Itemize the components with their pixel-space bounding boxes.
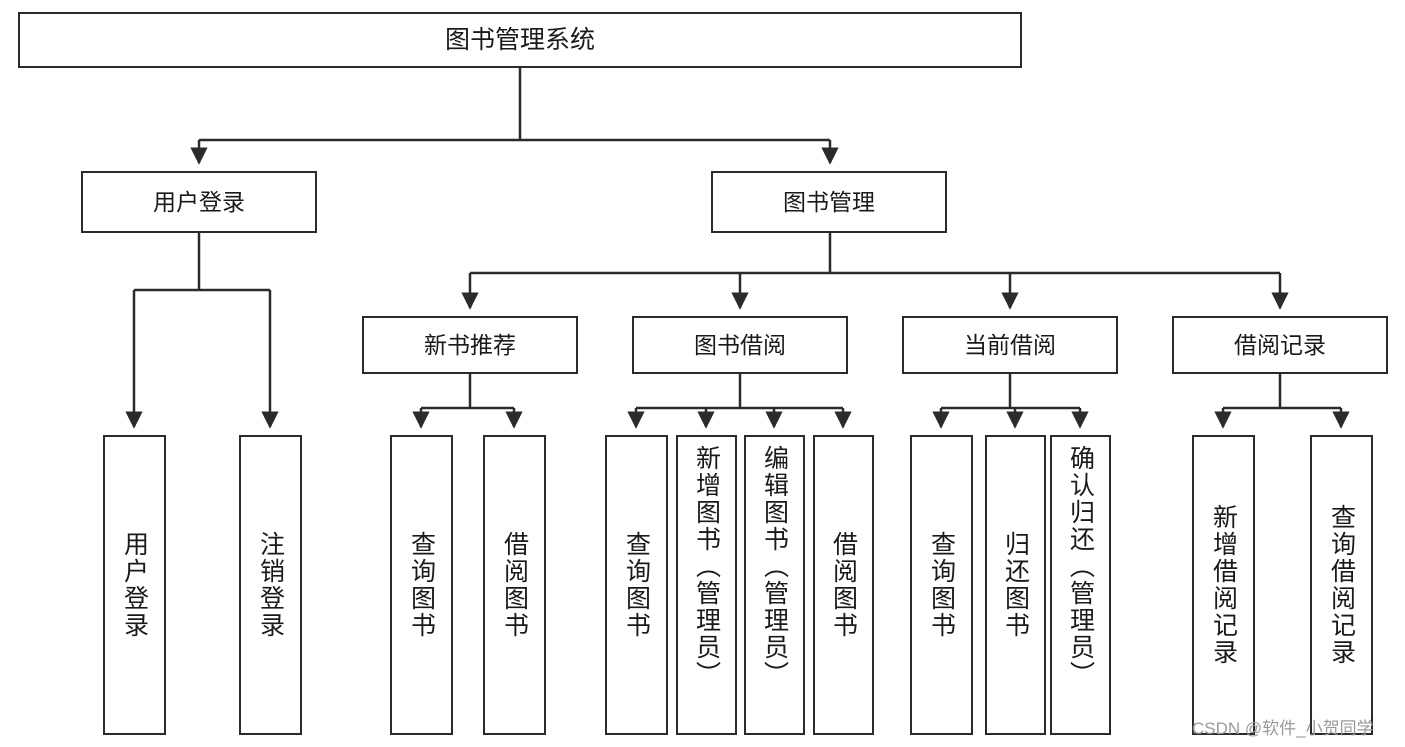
node-book-borrow[interactable]: 图书借阅 bbox=[632, 316, 848, 374]
node-user-login[interactable]: 用户登录 bbox=[81, 171, 317, 233]
node-root-label: 图书管理系统 bbox=[444, 25, 595, 54]
node-leaf-query-record-label: 查询借阅记录 bbox=[1327, 504, 1356, 666]
node-leaf-query-book-rec-label: 查询图书 bbox=[407, 531, 436, 639]
node-leaf-query-book-borrow[interactable]: 查询图书 bbox=[605, 435, 668, 735]
node-leaf-add-book[interactable]: 新增图书（管理员） bbox=[676, 435, 737, 735]
node-leaf-query-book-cur[interactable]: 查询图书 bbox=[910, 435, 973, 735]
node-book-borrow-label: 图书借阅 bbox=[694, 331, 786, 358]
node-leaf-return-book[interactable]: 归还图书 bbox=[985, 435, 1046, 735]
node-new-book-rec-label: 新书推荐 bbox=[424, 331, 516, 358]
node-leaf-confirm-return-label: 确认归还（管理员） bbox=[1066, 445, 1095, 688]
node-leaf-logout-label: 注销登录 bbox=[256, 531, 285, 639]
node-leaf-borrow-book[interactable]: 借阅图书 bbox=[813, 435, 874, 735]
node-leaf-query-book-cur-label: 查询图书 bbox=[927, 531, 956, 639]
node-leaf-return-book-label: 归还图书 bbox=[1001, 531, 1030, 639]
node-leaf-confirm-return[interactable]: 确认归还（管理员） bbox=[1050, 435, 1111, 735]
node-user-login-label: 用户登录 bbox=[153, 188, 245, 215]
node-new-book-rec[interactable]: 新书推荐 bbox=[362, 316, 578, 374]
node-current-borrow-label: 当前借阅 bbox=[964, 331, 1056, 358]
node-leaf-user-login-label: 用户登录 bbox=[120, 531, 149, 639]
node-book-manage-label: 图书管理 bbox=[783, 188, 875, 215]
node-leaf-borrow-book-rec[interactable]: 借阅图书 bbox=[483, 435, 546, 735]
node-leaf-add-record-label: 新增借阅记录 bbox=[1209, 504, 1238, 666]
node-leaf-logout[interactable]: 注销登录 bbox=[239, 435, 302, 735]
node-leaf-query-book-rec[interactable]: 查询图书 bbox=[390, 435, 453, 735]
node-root[interactable]: 图书管理系统 bbox=[18, 12, 1022, 68]
node-leaf-add-book-label: 新增图书（管理员） bbox=[692, 445, 721, 688]
node-book-manage[interactable]: 图书管理 bbox=[711, 171, 947, 233]
node-current-borrow[interactable]: 当前借阅 bbox=[902, 316, 1118, 374]
node-leaf-query-book-borrow-label: 查询图书 bbox=[622, 531, 651, 639]
node-leaf-edit-book[interactable]: 编辑图书（管理员） bbox=[744, 435, 805, 735]
node-borrow-record[interactable]: 借阅记录 bbox=[1172, 316, 1388, 374]
node-leaf-add-record[interactable]: 新增借阅记录 bbox=[1192, 435, 1255, 735]
node-leaf-query-record[interactable]: 查询借阅记录 bbox=[1310, 435, 1373, 735]
node-leaf-edit-book-label: 编辑图书（管理员） bbox=[760, 445, 789, 688]
node-borrow-record-label: 借阅记录 bbox=[1234, 331, 1326, 358]
node-leaf-user-login[interactable]: 用户登录 bbox=[103, 435, 166, 735]
node-leaf-borrow-book-rec-label: 借阅图书 bbox=[500, 531, 529, 639]
node-leaf-borrow-book-label: 借阅图书 bbox=[829, 531, 858, 639]
